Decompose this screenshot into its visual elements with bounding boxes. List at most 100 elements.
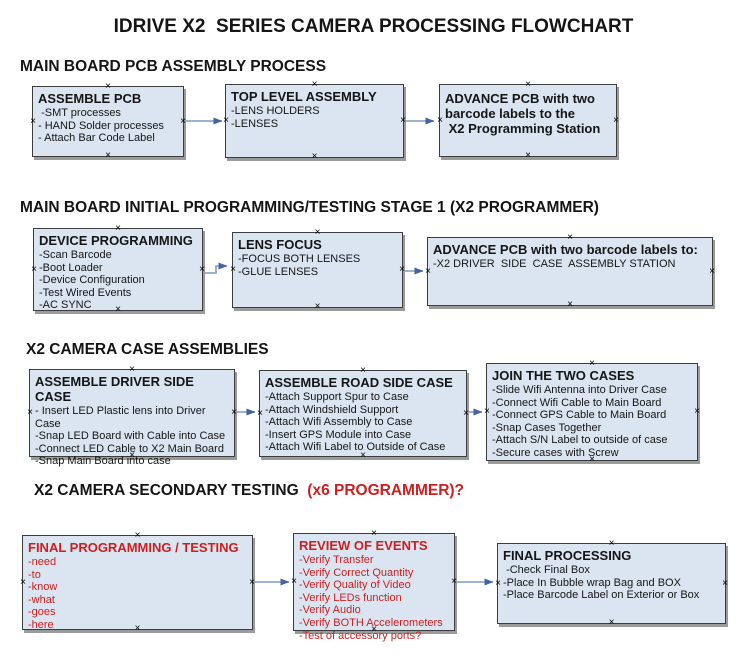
section-header-red-text: (x6 PROGRAMMER)?: [307, 482, 465, 499]
node-title: LENS FOCUS: [238, 237, 322, 252]
connection-handle-icon: ×: [525, 79, 531, 90]
flow-node-advance-pcb-programming-station: ADVANCE PCB with two barcode labels to t…: [437, 80, 619, 161]
node-item: -know: [28, 581, 58, 594]
flow-node-join-the-two-cases: JOIN THE TWO CASES -Slide Wifi Antenna i…: [484, 359, 700, 465]
connection-handle-icon: ×: [484, 406, 490, 417]
flow-node-final-programming-testing: FINAL PROGRAMMING / TESTING -need-to-kno…: [20, 531, 255, 634]
node-item: -goes: [28, 606, 56, 619]
node-item: -Insert GPS Module into Case: [265, 428, 412, 441]
node-items: -LENS HOLDERS-LENSES: [231, 105, 397, 130]
connection-handle-icon: ×: [27, 407, 33, 418]
flow-node-top-level-assembly: TOP LEVEL ASSEMBLY -LENS HOLDERS-LENSES …: [223, 80, 406, 162]
section-header-case-assemblies: X2 CAMERA CASE ASSEMBLIES: [26, 341, 269, 359]
section-header-pcb-assembly: MAIN BOARD PCB ASSEMBLY PROCESS: [20, 58, 326, 76]
node-item: -Device Configuration: [39, 274, 145, 287]
connection-handle-icon: ×: [451, 576, 457, 587]
node-item: -Attach Wifi Assembly to Case: [265, 416, 413, 429]
connection-handle-icon: ×: [249, 576, 255, 588]
node-item: -need: [28, 556, 57, 568]
node-item: -Snap Cases Together: [492, 421, 602, 434]
connection-handle-icon: ×: [694, 406, 700, 417]
node-items: -Verify Transfer-Verify Correct Quantity…: [299, 554, 448, 642]
node-item: -Connect Wifi Cable to Main Board: [492, 396, 662, 409]
node-item: -AC SYNC: [39, 299, 92, 312]
flow-node-review-of-events: REVIEW OF EVENTS -Verify Transfer-Verify…: [291, 529, 457, 642]
node-item: -here: [28, 618, 54, 631]
node-title: FINAL PROCESSING: [503, 548, 632, 563]
connection-handle-icon: ×: [567, 299, 573, 310]
node-item: -Test Wired Events: [39, 286, 132, 299]
connection-handle-icon: ×: [463, 407, 469, 419]
node-item: -FOCUS BOTH LENSES: [238, 253, 361, 265]
node-item: -Place In Bubble wrap Bag and BOX: [503, 576, 681, 589]
node-item: -what: [28, 593, 55, 606]
page-title: IDRIVE X2 SERIES CAMERA PROCESSING FLOWC…: [113, 16, 634, 37]
connection-handle-icon: ×: [291, 576, 297, 587]
node-item: -Verify Quality of Video: [299, 579, 411, 592]
node-item: -Attach Wifi Label to Outside of Case: [265, 441, 446, 454]
section-header-text: MAIN BOARD PCB ASSEMBLY PROCESS: [20, 58, 327, 75]
node-item: -Connect GPS Cable to Main Board: [492, 409, 667, 422]
node-items: -Scan Barcode-Boot Loader-Device Configu…: [39, 249, 196, 312]
node-item: - Attach Bar Code Label: [38, 132, 155, 145]
node-item: -Test of accessory ports?: [299, 629, 422, 642]
connection-handle-icon: ×: [608, 617, 615, 628]
node-item: -SMT processes: [38, 107, 121, 119]
flow-node-advance-pcb-driver-side-station: ADVANCE PCB with two barcode labels to: …: [425, 233, 715, 310]
flow-node-assemble-pcb: ASSEMBLE PCB -SMT processes- HAND Solder…: [30, 82, 186, 161]
node-items: - Insert LED Plastic lens into Driver Ca…: [35, 405, 228, 468]
connection-handle-icon: ×: [30, 115, 36, 127]
node-item: -Snap LED Board with Cable into Case: [35, 430, 226, 443]
connector-arrow: [205, 262, 228, 274]
node-item: -Place Barcode Label on Exterior or Box: [503, 589, 700, 602]
section-header-text: X2 CAMERA CASE ASSEMBLIES: [26, 341, 269, 358]
node-item: -Boot Loader: [39, 261, 103, 274]
connection-handle-icon: ×: [709, 265, 715, 277]
node-item: -Attach Windshield Support: [265, 403, 399, 416]
node-item: -Verify BOTH Accelerometers: [299, 616, 443, 629]
flow-node-final-processing: FINAL PROCESSING -Check Final Box-Place …: [495, 539, 728, 628]
node-item: -Attach S/N Label to outside of case: [492, 434, 668, 447]
connection-handle-icon: ×: [199, 263, 205, 275]
connection-handle-icon: ×: [105, 150, 111, 161]
node-title: ASSEMBLE DRIVER SIDE CASE: [35, 374, 198, 404]
node-title: ASSEMBLE ROAD SIDE CASE: [265, 375, 453, 390]
node-items: -need-to-know-what-goes-here: [28, 556, 246, 632]
connection-handle-icon: ×: [314, 301, 321, 312]
connection-handle-icon: ×: [31, 263, 37, 275]
node-item: -Scan Barcode: [39, 249, 112, 261]
node-title: REVIEW OF EVENTS: [299, 538, 428, 553]
node-item: -Attach Support Spur to Case: [265, 391, 409, 403]
node-item: -LENSES: [231, 117, 279, 130]
connection-handle-icon: ×: [437, 114, 443, 126]
flow-node-assemble-road-side-case: ASSEMBLE ROAD SIDE CASE -Attach Support …: [257, 366, 469, 461]
section-header-initial-programming: MAIN BOARD INITIAL PROGRAMMING/TESTING S…: [20, 199, 599, 217]
section-header-text: X2 CAMERA SECONDARY TESTING: [34, 482, 308, 499]
connection-handle-icon: ×: [230, 264, 236, 275]
node-items: -Check Final Box-Place In Bubble wrap Ba…: [503, 564, 719, 602]
connection-handle-icon: ×: [257, 407, 263, 419]
node-item: -Verify Transfer: [299, 554, 374, 566]
connection-handle-icon: ×: [525, 150, 531, 161]
connection-handle-icon: ×: [180, 115, 186, 127]
connection-handle-icon: ×: [223, 115, 229, 126]
connection-handle-icon: ×: [231, 407, 237, 418]
connection-handle-icon: ×: [311, 151, 318, 162]
node-title: DEVICE PROGRAMMING: [39, 233, 193, 248]
flow-node-device-programming: DEVICE PROGRAMMING -Scan Barcode-Boot Lo…: [31, 224, 205, 315]
node-title: JOIN THE TWO CASES: [492, 368, 635, 383]
connection-handle-icon: ×: [20, 576, 26, 588]
node-title: FINAL PROGRAMMING / TESTING: [28, 540, 239, 555]
connection-handle-icon: ×: [399, 264, 405, 275]
connection-handle-icon: ×: [722, 577, 728, 589]
connection-handle-icon: ×: [425, 265, 431, 277]
connection-handle-icon: ×: [613, 114, 619, 126]
node-item: -Verify Correct Quantity: [299, 566, 414, 579]
section-header-secondary-testing: X2 CAMERA SECONDARY TESTING (x6 PROGRAMM…: [34, 482, 464, 500]
node-item: -Connect LED Cable to X2 Main Board: [35, 442, 224, 455]
node-item: -X2 DRIVER SIDE CASE ASSEMBLY STATION: [433, 258, 676, 270]
node-item: -Secure cases with Screw: [492, 446, 619, 459]
node-items: -Attach Support Spur to Case-Attach Wind…: [265, 391, 460, 454]
node-item: -Snap Main Board into case: [35, 455, 171, 468]
